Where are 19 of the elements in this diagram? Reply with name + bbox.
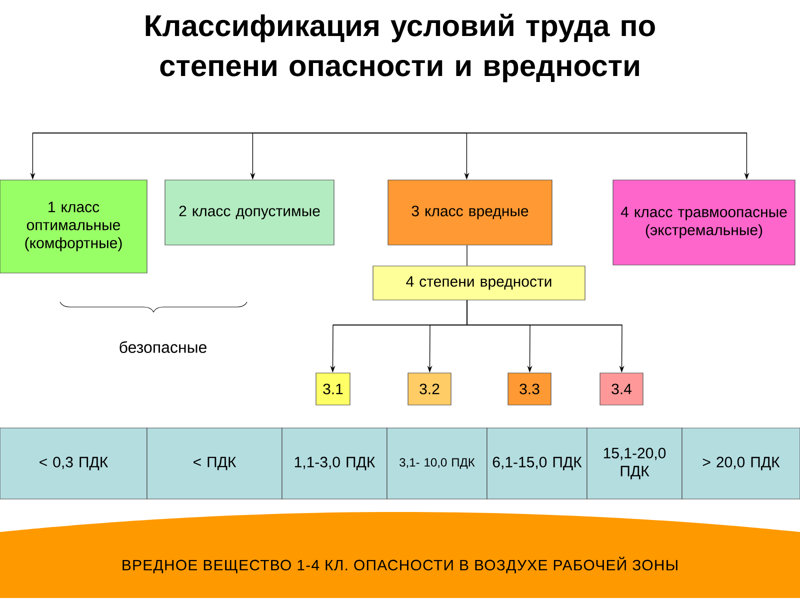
- table-cell: < ПДК: [146, 428, 282, 500]
- class-box: 2 класс допустимые: [164, 180, 334, 246]
- degree-box: 4 степени вредности: [372, 266, 586, 300]
- class-box: 3 класс вредные: [388, 180, 552, 246]
- title: Классификация условий труда по степени опасности и вредности: [146, 14, 655, 82]
- class-box: 4 класс травмоопасные (экстремальные): [612, 180, 796, 266]
- table-cell: 15,1-20,0 ПДК: [586, 428, 682, 500]
- hazard-band: ВРЕДНОЕ ВЕЩЕСТВО 1-4 КЛ. ОПАСНОСТИ В ВОЗДУХЕ РАБОЧЕЙ ЗОНЫ: [0, 512, 800, 598]
- table-cell: < 0,3 ПДК: [0, 428, 148, 500]
- brace-label: безопасные: [120, 341, 206, 353]
- subclass-box: 3.3: [508, 372, 552, 406]
- subclass-box: 3.4: [600, 372, 644, 406]
- class-box: 1 класс оптимальные (комфортные): [0, 180, 148, 274]
- table-cell: 1,1-3,0 ПДК: [282, 428, 388, 500]
- table-cell: 3,1- 10,0 ПДК: [386, 428, 488, 500]
- subclass-box: 3.1: [316, 372, 350, 406]
- table-cell: > 20,0 ПДК: [682, 428, 800, 500]
- subclass-box: 3.2: [408, 372, 452, 406]
- table-cell: 6,1-15,0 ПДК: [486, 428, 588, 500]
